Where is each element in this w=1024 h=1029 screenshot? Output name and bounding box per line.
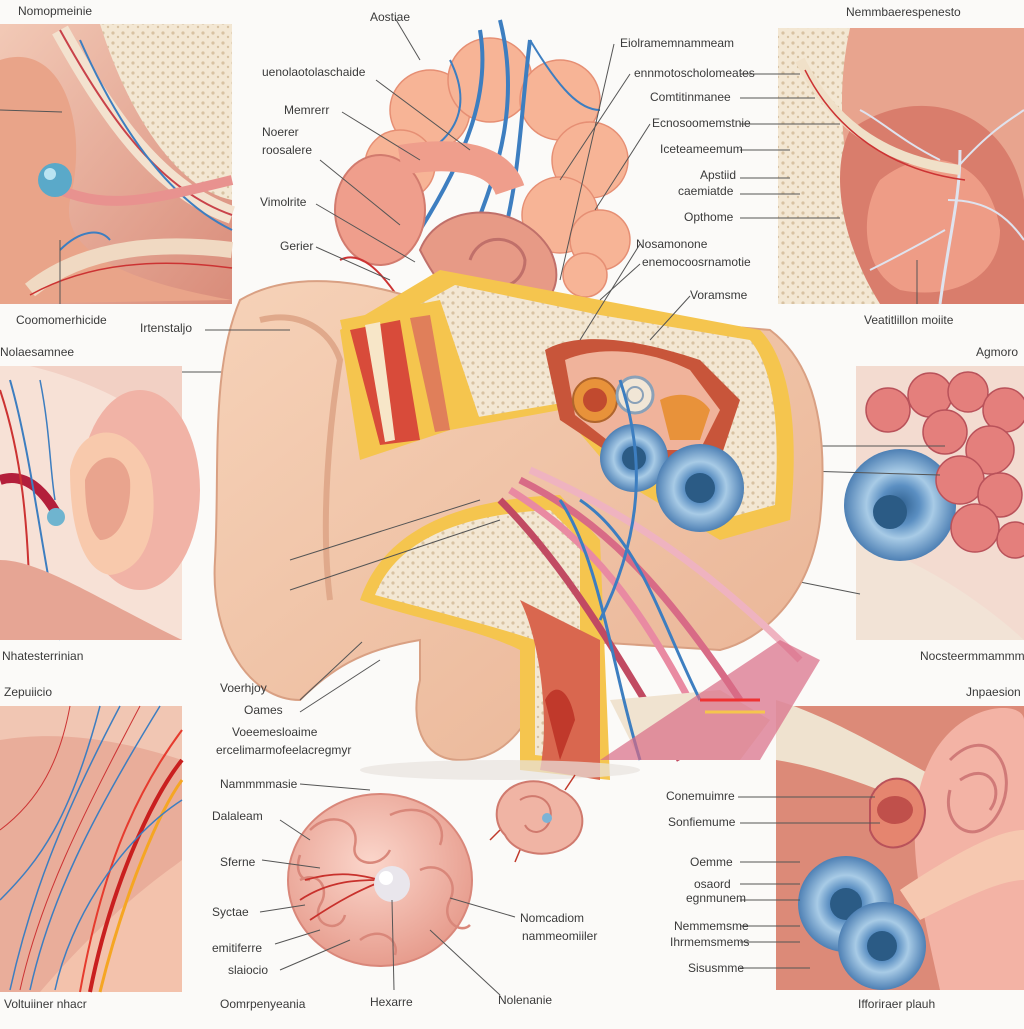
panel-top-right <box>740 28 1024 305</box>
panel-top-left <box>0 24 236 305</box>
brain-organ <box>259 783 516 996</box>
label-top-f: Iceteameemum <box>660 142 743 156</box>
label-middle-right-caption: Nocsteermmammm <box>920 649 1024 663</box>
label-bottom-right-g: Ihrmemsmems <box>670 935 750 949</box>
label-bottom-right-f: Nemmemsme <box>674 919 749 933</box>
small-organ <box>489 774 584 863</box>
label-top-g: Apstiid <box>700 168 737 182</box>
panel-bottom-left <box>0 705 184 993</box>
label-center-h: Syctae <box>212 905 249 919</box>
label-bottom-left-caption: Voltuiiner nhacr <box>4 997 87 1011</box>
label-top-h: caemiatde <box>678 184 734 198</box>
label-bottom-right-b: Sonfiemume <box>668 815 736 829</box>
label-bottom-right-a: Conemuimre <box>666 789 735 803</box>
label-top-j: Nosamonone <box>636 237 708 251</box>
label-bottom-right-c: Oemme <box>690 855 733 869</box>
label-center-i: emitiferre <box>212 941 263 955</box>
label-top-left-caption: Coomomerhicide <box>16 313 107 327</box>
panel-bottom-right <box>738 700 1024 990</box>
label-middle-left-caption: Nhatesterrinian <box>2 649 84 663</box>
label-bottom-left-title: Zepuiicio <box>4 685 53 699</box>
label-center-j: slaiocio <box>228 963 269 977</box>
label-left-b: Memrerr <box>284 103 330 117</box>
label-bottom-right-caption: Ifforiraer plauh <box>858 997 936 1011</box>
label-center-l: Hexarre <box>370 995 413 1009</box>
label-top-l: Voramsme <box>690 288 748 302</box>
label-top-k: enemocoosrnamotie <box>642 255 751 269</box>
label-center-m: Nolenanie <box>498 993 553 1007</box>
label-left-g: Irtenstaljo <box>140 321 193 335</box>
label-middle-right-title: Agmoro <box>976 345 1019 359</box>
label-left-d: roosalere <box>262 143 313 157</box>
label-top-right-caption: Veatitlillon moiite <box>864 313 954 327</box>
label-top-b: Eiolramemnammeam <box>620 36 735 50</box>
label-top-i: Opthome <box>684 210 734 224</box>
label-bottom-right-title: Jnpaesion <box>966 685 1021 699</box>
label-top-d: Comtitinmanee <box>650 90 731 104</box>
label-top-a: Aostiae <box>370 10 411 24</box>
label-left-c: Noerer <box>262 125 299 139</box>
central-ear <box>205 17 824 780</box>
label-center-b: Oames <box>244 703 283 717</box>
label-bottom-right-d: osaord <box>694 877 731 891</box>
label-top-left-title: Nomopmeinie <box>18 4 93 18</box>
label-center-g: Sferne <box>220 855 256 869</box>
label-top-right-title: Nemmbaerespenesto <box>846 5 961 19</box>
label-center-a: Voerhjoy <box>220 681 267 695</box>
label-left-e: Vimolrite <box>260 195 307 209</box>
label-bottom-right-h: Sisusmme <box>688 961 745 975</box>
label-top-c: ennmotoscholomeates <box>634 66 755 80</box>
label-middle-left-title: Nolaesamnee <box>0 345 75 359</box>
label-center-k: Oomrpenyeania <box>220 997 306 1011</box>
label-bottom-right-e: egnmunem <box>686 891 747 905</box>
label-center-d: ercelimarmofeelacregmyr <box>216 743 352 757</box>
label-center-f: Dalaleam <box>212 809 263 823</box>
label-top-e: Ecnosoomemstnie <box>652 116 751 130</box>
label-center-o: nammeomiiler <box>522 929 598 943</box>
label-left-f: Gerier <box>280 239 314 253</box>
label-center-c: Voeemesloaime <box>232 725 318 739</box>
panel-middle-left <box>0 366 290 641</box>
ear-shadow <box>360 760 640 780</box>
label-center-e: Nammmmasie <box>220 777 298 791</box>
label-center-n: Nomcadiom <box>520 911 585 925</box>
panel-middle-right <box>769 366 1024 640</box>
label-left-a: uenolaotolaschaide <box>262 65 366 79</box>
